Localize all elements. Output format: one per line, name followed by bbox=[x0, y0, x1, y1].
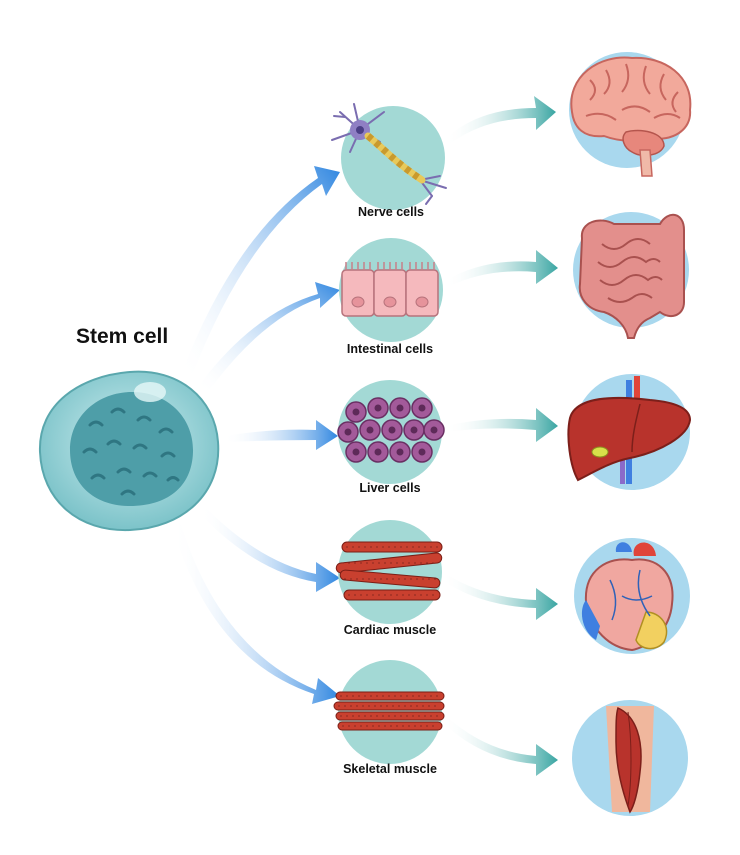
liver-icon bbox=[567, 376, 692, 484]
leg-muscle-icon bbox=[606, 706, 654, 814]
differentiation-arrows bbox=[172, 166, 340, 704]
branch-nerve-cells: Nerve cells bbox=[331, 52, 692, 219]
brain-icon bbox=[570, 56, 692, 177]
branch-label: Skeletal muscle bbox=[343, 762, 437, 776]
skeletal-muscle-icon bbox=[333, 691, 445, 731]
branch-label: Nerve cells bbox=[358, 205, 424, 219]
branch-label: Liver cells bbox=[359, 481, 420, 495]
heart-icon bbox=[581, 542, 674, 652]
neuron-icon bbox=[331, 103, 447, 205]
cardiac-muscle-icon bbox=[335, 541, 443, 601]
stem-cell-icon bbox=[38, 370, 220, 532]
organ-arrows bbox=[442, 96, 558, 776]
intestines-icon bbox=[578, 214, 685, 339]
branch-label: Intestinal cells bbox=[347, 342, 433, 356]
branch-skeletal-muscle: Skeletal muscle bbox=[333, 660, 688, 816]
branch-liver-cells: Liver cells bbox=[337, 374, 692, 495]
diagram-title: Stem cell bbox=[76, 325, 168, 348]
branch-intestinal-cells: Intestinal cells bbox=[339, 212, 689, 356]
branch-cardiac-muscle: Cardiac muscle bbox=[335, 520, 690, 654]
intestinal-cells-icon bbox=[341, 262, 439, 317]
branch-label: Cardiac muscle bbox=[344, 623, 436, 637]
